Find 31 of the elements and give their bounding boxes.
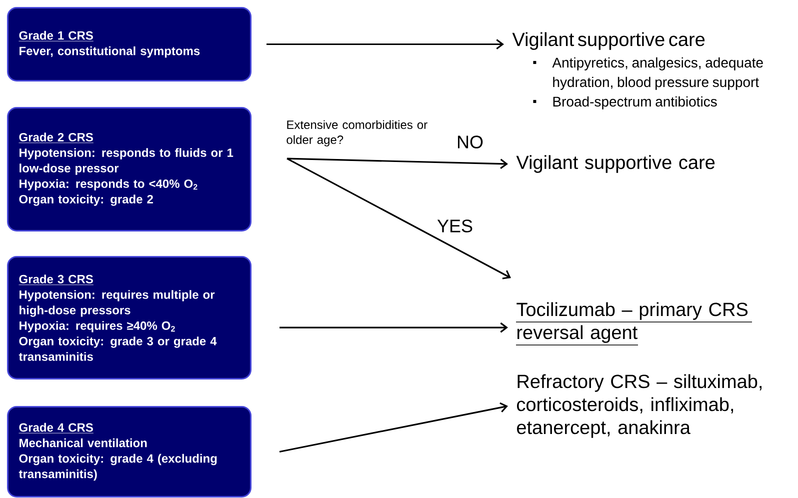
box-text: Organ toxicity: grade 3 or grade 4 transaminitis xyxy=(18,336,217,361)
arrow xyxy=(279,402,508,453)
arrow xyxy=(286,158,511,280)
grade-box xyxy=(7,406,252,498)
underlined-result-text: Tocilizumab – primary CRS reversal agent xyxy=(516,302,752,346)
bullet-item: Antipyretics, analgesics, adequate hydration, blood pressure support xyxy=(533,57,763,90)
box-text: Hypoxia: responds to <40% O$_{2}$ xyxy=(20,179,198,190)
arrow xyxy=(266,39,504,50)
edge-label: YES xyxy=(435,218,476,234)
grade-box xyxy=(7,7,252,82)
bullet-item: Broad-spectrum antibiotics xyxy=(533,96,717,110)
box-heading: Grade 3 CRS xyxy=(18,274,94,286)
box-text: Organ toxicity: grade 4 (excluding transaminitis) xyxy=(18,454,217,481)
box-text: Hypoxia: requires ≥40% O$_{2}$ xyxy=(20,321,175,332)
box-text: Fever, constitutional symptoms xyxy=(20,46,200,58)
result-text: Refractory CRS – siltuximab, corticosteroids, infliximab, etanercept, anakinra xyxy=(517,374,762,438)
grade-box xyxy=(7,256,252,380)
box-heading: Grade 4 CRS xyxy=(18,422,94,434)
question-text: Extensive comorbidities or older age? xyxy=(286,120,428,146)
edge-label: NO xyxy=(454,134,486,150)
arrow xyxy=(280,322,508,333)
arrow xyxy=(286,158,508,169)
box-heading: Grade 2 CRS xyxy=(18,132,94,144)
result-text: Vigilant supportive care xyxy=(516,155,715,173)
box-heading: Grade 1 CRS xyxy=(18,30,94,42)
result-heading: Vigilant supportive care xyxy=(512,32,705,50)
box-text: Organ toxicity: grade 2 xyxy=(19,194,153,206)
grade-box xyxy=(7,107,252,232)
box-text: Hypotension: requires multiple or high-dose pressors xyxy=(20,290,215,317)
box-text: Hypotension: responds to fluids or 1 low-dose pressor xyxy=(20,148,234,175)
box-text: Mechanical ventilation xyxy=(20,438,147,448)
